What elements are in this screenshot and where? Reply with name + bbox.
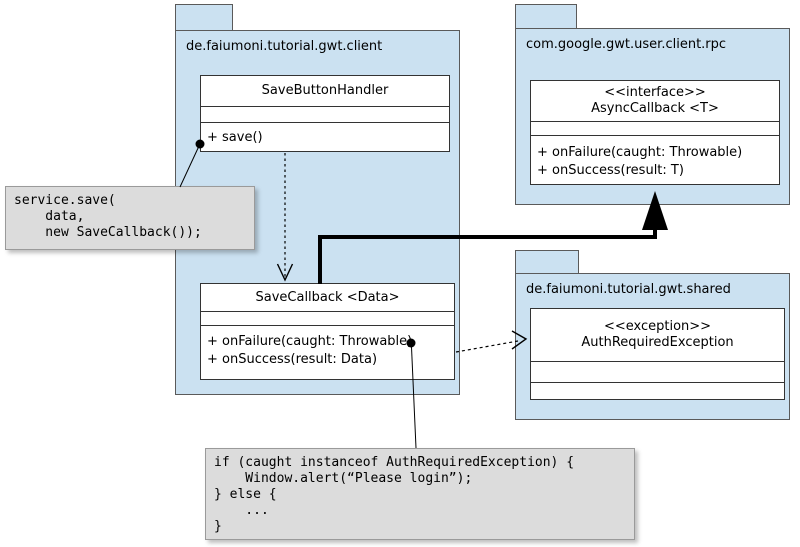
attributes-compartment — [201, 311, 454, 325]
class-name-compartment: SaveCallback <Data> — [201, 284, 454, 311]
method-onfailure: + onFailure(caught: Throwable) — [207, 334, 413, 349]
attributes-compartment — [531, 121, 779, 135]
package-shared-tab — [515, 250, 579, 274]
code-line: new SaveCallback()); — [14, 225, 202, 240]
package-shared-title: de.faiumoni.tutorial.gwt.shared — [526, 282, 731, 297]
class-name: AuthRequiredException — [581, 335, 734, 350]
code-note-service-save: service.save( data, new SaveCallback()); — [5, 186, 255, 250]
code-line: service.save( — [14, 193, 116, 208]
operations-compartment: + save() — [201, 122, 449, 151]
attributes-compartment — [201, 106, 449, 122]
method-onsuccess: + onSuccess(result: Data) — [207, 352, 378, 367]
class-asynccallback: <<interface>> AsyncCallback <T> + onFail… — [530, 80, 780, 185]
operations-compartment: + onFailure(caught: Throwable) + onSucce… — [531, 135, 779, 184]
class-name-compartment: <<exception>> AuthRequiredException — [531, 309, 784, 361]
class-authrequiredexception: <<exception>> AuthRequiredException — [530, 308, 785, 400]
dependency-callback-to-exception — [455, 340, 519, 353]
package-client-title: de.faiumoni.tutorial.gwt.client — [186, 39, 383, 54]
class-stereotype: <<interface>> — [604, 85, 706, 100]
class-name-compartment: <<interface>> AsyncCallback <T> — [531, 81, 779, 121]
code-line: } else { — [214, 487, 277, 502]
code-line: data, — [14, 209, 85, 224]
code-line: Window.alert(“Please login”); — [214, 471, 473, 486]
class-name: SaveButtonHandler — [261, 83, 389, 98]
code-line: ... — [214, 503, 269, 518]
code-line: } — [214, 519, 222, 534]
class-stereotype: <<exception>> — [603, 319, 712, 334]
package-rpc-tab — [515, 4, 577, 29]
class-savebuttonhandler: SaveButtonHandler + save() — [200, 75, 450, 152]
operations-compartment: + onFailure(caught: Throwable) + onSucce… — [201, 325, 454, 379]
package-rpc-title: com.google.gwt.user.client.rpc — [526, 37, 727, 52]
operations-compartment — [531, 382, 784, 399]
method-onfailure: + onFailure(caught: Throwable) — [537, 145, 743, 160]
package-client-tab — [175, 4, 233, 31]
code-note-onfailure-body: if (caught instanceof AuthRequiredExcept… — [205, 448, 635, 540]
method-save: + save() — [207, 130, 263, 145]
code-line: if (caught instanceof AuthRequiredExcept… — [214, 455, 575, 470]
class-name: AsyncCallback <T> — [591, 101, 719, 116]
class-name-compartment: SaveButtonHandler — [201, 76, 449, 106]
class-name: SaveCallback <Data> — [255, 289, 400, 305]
attributes-compartment — [531, 361, 784, 382]
class-savecallback: SaveCallback <Data> + onFailure(caught: … — [200, 283, 455, 380]
method-onsuccess: + onSuccess(result: T) — [537, 163, 684, 178]
